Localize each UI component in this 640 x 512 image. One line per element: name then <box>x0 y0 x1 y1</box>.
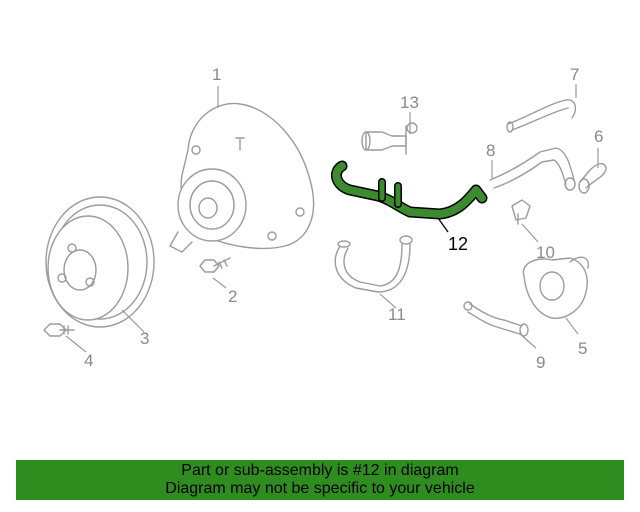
bypass-hose[interactable] <box>463 301 529 337</box>
callout-1: 1 <box>212 65 221 84</box>
banner-line-disclaimer: Diagram may not be specific to your vehi… <box>165 480 475 497</box>
callout-6: 6 <box>594 127 603 146</box>
exploded-parts-diagram: 1 2 3 4 5 6 7 8 9 10 11 12 13 <box>43 65 607 372</box>
callout-4: 4 <box>84 351 93 370</box>
callout-2: 2 <box>228 287 237 306</box>
thermostat-housing[interactable] <box>522 256 589 319</box>
callout-9: 9 <box>536 353 545 372</box>
callout-10: 10 <box>536 243 555 262</box>
callout-8: 8 <box>486 141 495 160</box>
coolant-fitting[interactable] <box>361 122 418 155</box>
pump-bolt[interactable] <box>199 257 231 273</box>
water-pump[interactable] <box>169 102 315 253</box>
callout-13: 13 <box>400 93 419 112</box>
callout-5: 5 <box>578 339 587 358</box>
callout-12: 12 <box>448 234 468 254</box>
coolant-pipe-highlighted[interactable] <box>331 160 488 220</box>
lower-hose[interactable] <box>334 235 413 293</box>
diagram-notice-banner: Part or sub-assembly is #12 in diagram D… <box>16 460 624 500</box>
coolant-tube[interactable] <box>489 147 576 191</box>
callout-7: 7 <box>570 65 579 84</box>
pulley-bolt[interactable] <box>43 323 75 337</box>
small-hose[interactable] <box>578 162 607 194</box>
upper-hose[interactable] <box>506 99 577 133</box>
callout-leaders <box>65 84 599 353</box>
pulley[interactable] <box>45 196 155 328</box>
callout-3: 3 <box>140 329 149 348</box>
callout-numbers: 1 2 3 4 5 6 7 8 9 10 11 12 13 <box>84 65 603 372</box>
sensor[interactable] <box>511 199 531 225</box>
banner-line-part-number: Part or sub-assembly is #12 in diagram <box>181 462 459 479</box>
callout-11: 11 <box>388 305 406 324</box>
